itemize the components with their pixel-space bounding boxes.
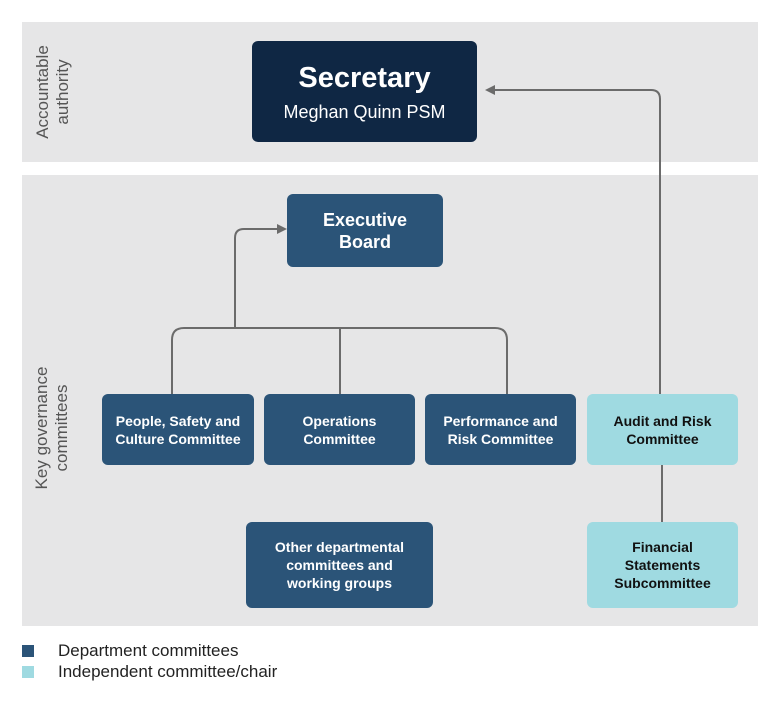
executive-board-box: Executive Board	[287, 194, 443, 267]
legend-department-label: Department committees	[58, 641, 239, 660]
performance-risk-committee-box: Performance and Risk Committee	[425, 394, 576, 465]
secretary-name: Meghan Quinn PSM	[283, 101, 446, 122]
operations-committee-box: Operations Committee	[264, 394, 415, 465]
audit-to-secretary-arrow	[485, 85, 661, 394]
department-swatch	[22, 645, 34, 657]
financial-statements-subcommittee-box: Financial Statements Subcommittee	[587, 522, 738, 608]
committees-to-executive-arrow	[234, 224, 287, 328]
legend-independent: Independent committee/chair	[22, 662, 277, 682]
other-departmental-committees-box: Other departmental committees and workin…	[246, 522, 433, 608]
legend-independent-label: Independent committee/chair	[58, 662, 278, 681]
independent-swatch	[22, 666, 34, 678]
secretary-box: Secretary Meghan Quinn PSM	[252, 41, 477, 142]
audit-risk-committee-box: Audit and Risk Committee	[587, 394, 738, 465]
legend-department: Department committees	[22, 641, 238, 661]
people-safety-culture-committee-box: People, Safety and Culture Committee	[102, 394, 254, 465]
secretary-title: Secretary	[298, 61, 431, 94]
